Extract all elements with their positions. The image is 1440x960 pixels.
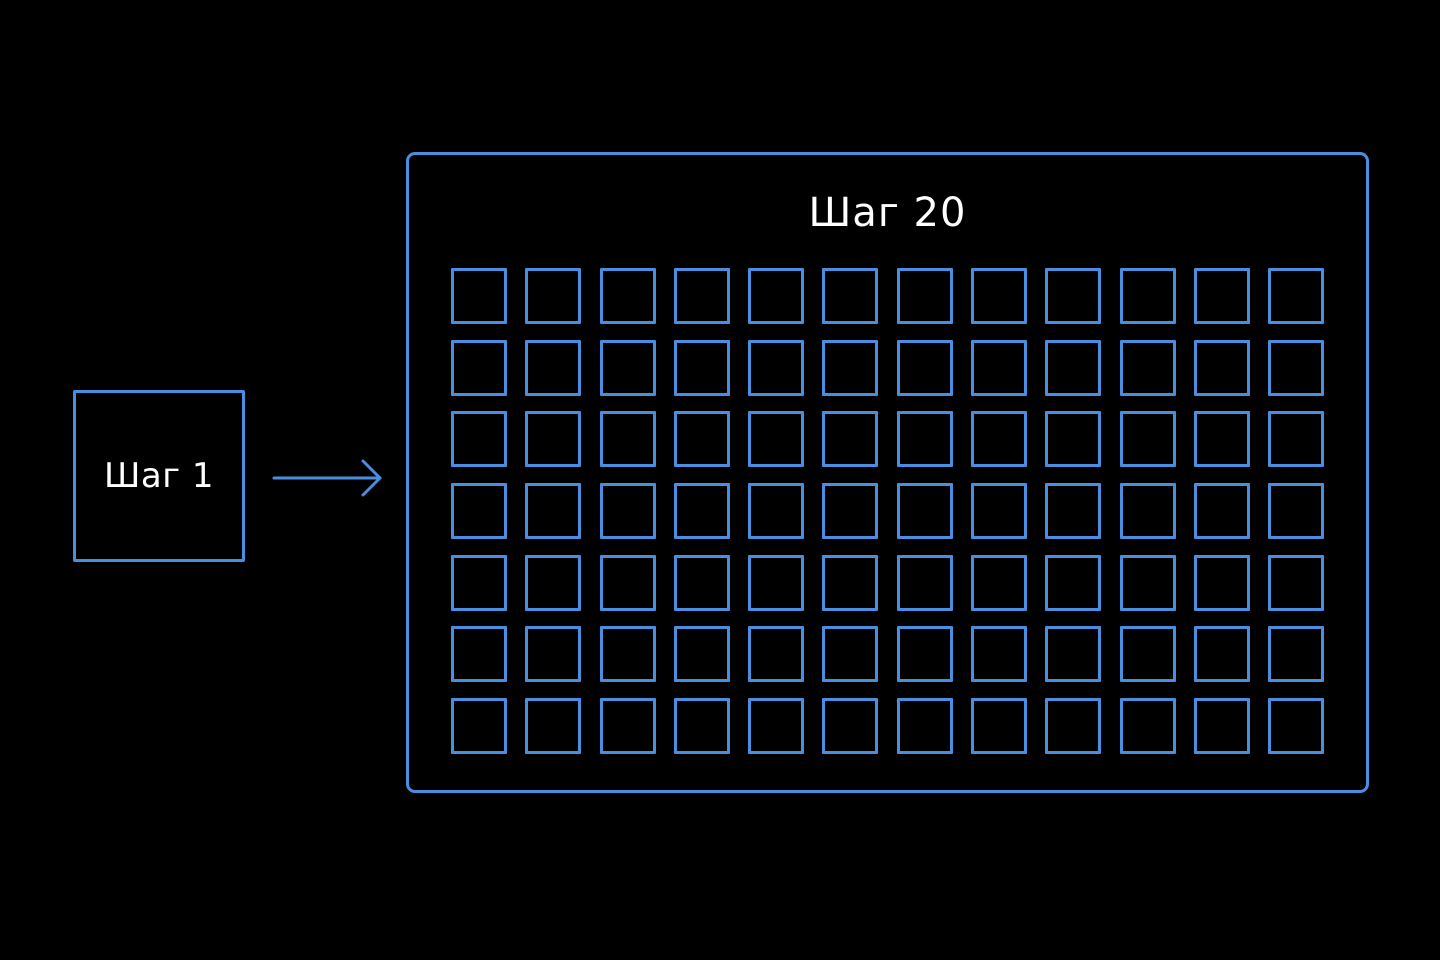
grid-cell [822,339,879,396]
step-1-box: Шаг 1 [73,390,245,562]
grid-cell [451,411,507,468]
grid-cell [599,698,656,755]
grid-cell [599,554,656,611]
grid-cell [822,411,879,468]
grid-cell [748,411,805,468]
grid-cell [1119,411,1176,468]
grid-cell [673,411,730,468]
grid-cell [896,339,953,396]
grid-cell [1193,339,1250,396]
grid-cell [525,411,582,468]
grid-cell [673,339,730,396]
grid-cell [1193,626,1250,683]
grid-cell [971,268,1028,324]
grid-cell [896,698,953,755]
grid-cell [1119,339,1176,396]
grid-cell [1119,268,1176,324]
grid-cell [1193,483,1250,540]
grid-cell [525,554,582,611]
grid-cell [599,626,656,683]
grid-cell [748,626,805,683]
grid-cell [822,483,879,540]
grid-cell [896,268,953,324]
grid-cell [1045,411,1102,468]
grid-cell [896,483,953,540]
grid-cell [1045,698,1102,755]
step-20-panel: Шаг 20 [406,152,1369,793]
grid-cell [673,626,730,683]
grid-cell [525,626,582,683]
grid-cell [1045,626,1102,683]
grid-cell [1045,554,1102,611]
grid-cell [1268,411,1325,468]
grid-cell [1119,626,1176,683]
grid-cell [748,339,805,396]
grid-cell [748,483,805,540]
cell-grid [451,268,1325,755]
grid-cell [822,626,879,683]
grid-cell [971,698,1028,755]
grid-cell [1193,698,1250,755]
grid-cell [971,483,1028,540]
grid-cell [1268,268,1325,324]
grid-cell [1119,698,1176,755]
grid-cell [1268,483,1325,540]
grid-cell [451,483,507,540]
grid-cell [451,698,507,755]
grid-cell [525,483,582,540]
grid-cell [1119,554,1176,611]
grid-cell [525,698,582,755]
step-1-label: Шаг 1 [104,456,214,496]
grid-cell [1119,483,1176,540]
grid-cell [1268,554,1325,611]
grid-cell [673,483,730,540]
grid-cell [673,268,730,324]
grid-cell [971,411,1028,468]
grid-cell [1045,483,1102,540]
grid-cell [896,554,953,611]
grid-cell [822,554,879,611]
grid-cell [599,339,656,396]
arrow-right-icon [272,459,382,497]
grid-cell [451,626,507,683]
grid-cell [822,268,879,324]
grid-cell [1045,268,1102,324]
grid-cell [896,626,953,683]
grid-cell [599,411,656,468]
step-20-title: Шаг 20 [808,190,967,236]
grid-cell [599,268,656,324]
grid-cell [451,268,507,324]
grid-cell [451,554,507,611]
grid-cell [748,268,805,324]
grid-cell [1045,339,1102,396]
grid-cell [971,626,1028,683]
grid-cell [673,554,730,611]
grid-cell [748,554,805,611]
grid-cell [1268,698,1325,755]
grid-cell [599,483,656,540]
grid-cell [451,339,507,396]
grid-cell [748,698,805,755]
grid-cell [673,698,730,755]
grid-cell [1193,268,1250,324]
grid-cell [1268,626,1325,683]
grid-cell [525,268,582,324]
grid-cell [525,339,582,396]
grid-cell [1193,411,1250,468]
grid-cell [971,554,1028,611]
grid-cell [971,339,1028,396]
grid-cell [1193,554,1250,611]
grid-cell [822,698,879,755]
grid-cell [896,411,953,468]
grid-cell [1268,339,1325,396]
